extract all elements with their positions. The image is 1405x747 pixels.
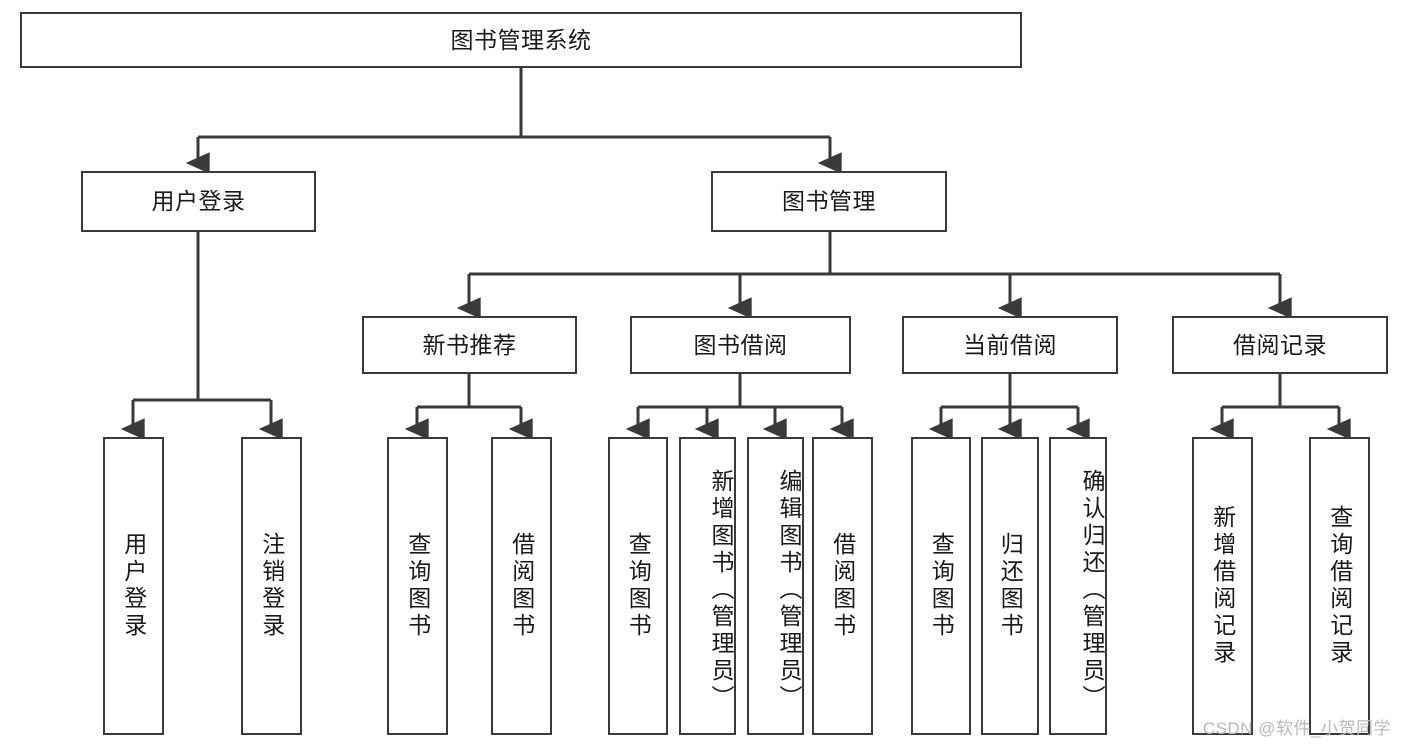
node-label: 查询借阅记录 [1326,505,1353,667]
node-label: 借阅记录 [1233,331,1327,358]
leaf-current-borrow-query[interactable]: 查询图书 [911,437,971,735]
node-user-login[interactable]: 用户登录 [81,171,316,232]
node-label: 借阅图书 [508,532,535,640]
node-root[interactable]: 图书管理系统 [20,12,1022,68]
node-label: 新增借阅记录 [1209,505,1236,667]
node-label: 当前借阅 [963,331,1057,358]
node-current-borrow[interactable]: 当前借阅 [902,316,1118,374]
node-borrow-record[interactable]: 借阅记录 [1172,316,1388,374]
leaf-user-login-login[interactable]: 用户登录 [103,437,164,735]
leaf-user-login-logout[interactable]: 注销登录 [241,437,302,735]
node-label: 新书推荐 [422,331,517,358]
leaf-current-borrow-confirm[interactable]: 确认归还（管理员） [1049,437,1107,735]
node-label: 查询图书 [404,532,431,640]
node-label: 新增图书（管理员） [708,468,734,712]
node-book-management[interactable]: 图书管理 [711,171,947,232]
node-label: 图书管理 [782,188,876,215]
leaf-new-book-query[interactable]: 查询图书 [387,437,448,735]
node-label: 用户登录 [120,532,147,640]
leaf-book-borrow-add[interactable]: 新增图书（管理员） [679,437,736,735]
node-label: 图书管理系统 [450,26,592,53]
node-label: 确认归还（管理员） [1079,468,1105,712]
node-label: 注销登录 [258,532,285,640]
node-new-book-recommend[interactable]: 新书推荐 [362,316,577,374]
node-label: 借阅图书 [829,532,856,640]
leaf-book-borrow-edit[interactable]: 编辑图书（管理员） [747,437,804,735]
node-label: 查询图书 [928,532,955,640]
node-book-borrow[interactable]: 图书借阅 [630,316,851,374]
leaf-borrow-record-add[interactable]: 新增借阅记录 [1192,437,1253,735]
node-label: 用户登录 [151,188,246,215]
node-label: 归还图书 [997,532,1024,640]
node-label: 图书借阅 [693,331,788,358]
leaf-book-borrow-query[interactable]: 查询图书 [608,437,668,735]
leaf-current-borrow-return[interactable]: 归还图书 [981,437,1039,735]
leaf-new-book-borrow[interactable]: 借阅图书 [491,437,552,735]
node-label: 查询图书 [625,532,652,640]
leaf-book-borrow-borrow[interactable]: 借阅图书 [812,437,873,735]
node-label: 编辑图书（管理员） [776,468,802,712]
leaf-borrow-record-query[interactable]: 查询借阅记录 [1309,437,1370,735]
